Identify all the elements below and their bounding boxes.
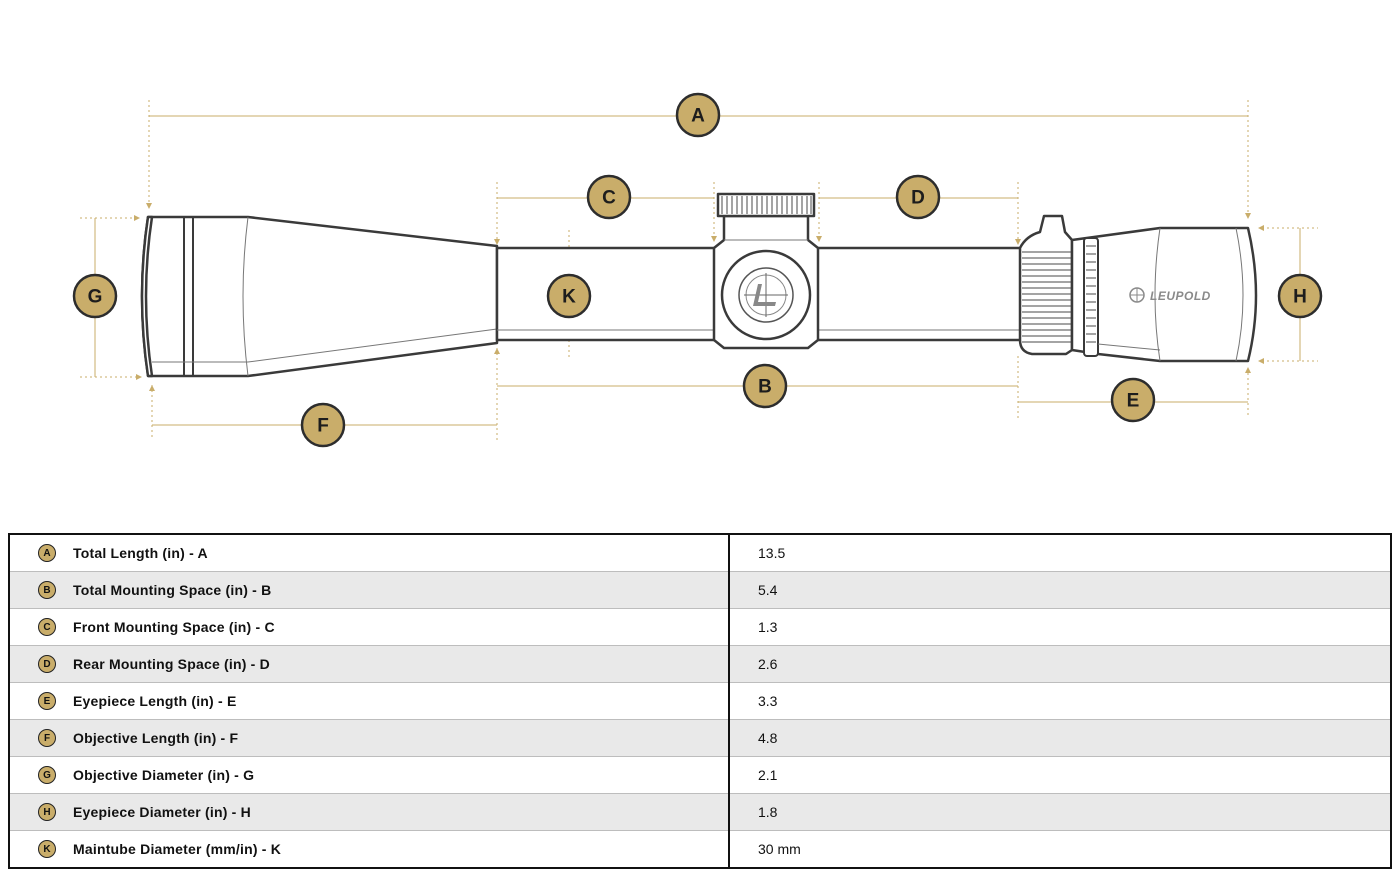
badge-letter: C [602, 188, 616, 209]
dimension-badge-f: F [300, 402, 346, 448]
spec-label: Objective Diameter (in) - G [73, 767, 255, 783]
dimension-badge-h: H [1277, 273, 1323, 319]
spec-label-cell: A Total Length (in) - A [9, 534, 730, 572]
leupold-l-logo-icon [753, 284, 776, 306]
dimension-badge-d: D [895, 174, 941, 220]
spec-row: F Objective Length (in) - F 4.8 [9, 719, 1391, 757]
badge-letter: A [691, 106, 705, 127]
spec-label-cell: B Total Mounting Space (in) - B [9, 571, 730, 609]
badge-letter: K [562, 287, 576, 308]
dimension-badge-k: K [546, 273, 592, 319]
spec-value: 3.3 [729, 682, 1391, 720]
spec-row: K Maintube Diameter (mm/in) - K 30 mm [9, 830, 1391, 868]
spec-label-cell: F Objective Length (in) - F [9, 719, 730, 757]
spec-row: D Rear Mounting Space (in) - D 2.6 [9, 645, 1391, 683]
spec-value: 4.8 [729, 719, 1391, 757]
badge-circle [300, 402, 346, 448]
spec-label: Maintube Diameter (mm/in) - K [73, 841, 282, 857]
power-selector-ring [1018, 214, 1074, 356]
dimension-badges: A C D G K H B E F [72, 92, 1323, 448]
spec-value: 2.6 [729, 645, 1391, 683]
spec-value: 1.3 [729, 608, 1391, 646]
spec-label: Objective Length (in) - F [73, 730, 239, 746]
spec-letter-badge: C [38, 618, 56, 636]
riflescope-drawing: LEUPOLD [140, 192, 1258, 378]
spec-letter-badge: A [38, 544, 56, 562]
spec-letter-badge: B [38, 581, 56, 599]
spec-row: H Eyepiece Diameter (in) - H 1.8 [9, 793, 1391, 831]
badge-letter: F [317, 416, 329, 437]
spec-label-cell: C Front Mounting Space (in) - C [9, 608, 730, 646]
eyepiece [1070, 226, 1258, 363]
spec-value: 13.5 [758, 545, 786, 561]
spec-value: 5.4 [729, 571, 1391, 609]
turret-knurling [721, 196, 812, 214]
dimension-badge-b: B [742, 363, 788, 409]
spec-label-cell: G Objective Diameter (in) - G [9, 756, 730, 794]
badge-letter: G [88, 287, 103, 308]
leupold-logo: LEUPOLD [1129, 287, 1211, 303]
spec-row: E Eyepiece Length (in) - E 3.3 [9, 682, 1391, 720]
spec-value: 30 mm [729, 830, 1391, 868]
spec-letter-badge: E [38, 692, 56, 710]
spec-row: G Objective Diameter (in) - G 2.1 [9, 756, 1391, 794]
power-ring-knurling [1022, 251, 1072, 343]
spec-row: A Total Length (in) - A 13.5 [9, 534, 1391, 572]
scope-dimension-diagram: LEUPOLD A C D G K H B E F [72, 92, 1323, 448]
spec-label: Eyepiece Diameter (in) - H [73, 804, 251, 820]
spec-label: Eyepiece Length (in) - E [73, 693, 237, 709]
spec-value: 2.1 [729, 756, 1391, 794]
spec-letter-badge: K [38, 840, 56, 858]
badge-letter: H [1293, 287, 1307, 308]
badge-circle [546, 273, 592, 319]
badge-circle [1110, 377, 1156, 423]
badge-letter: B [758, 377, 772, 398]
spec-label: Rear Mounting Space (in) - D [73, 656, 270, 672]
badge-circle [742, 363, 788, 409]
badge-letter: E [1127, 391, 1140, 412]
spec-value: 1.8 [729, 793, 1391, 831]
spec-label: Total Length (in) - A [73, 545, 208, 561]
spec-label-cell: D Rear Mounting Space (in) - D [9, 645, 730, 683]
spec-row: B Total Mounting Space (in) - B 5.4 [9, 571, 1391, 609]
spec-letter-badge: G [38, 766, 56, 784]
spec-letter-badge: D [38, 655, 56, 673]
badge-circle [1277, 273, 1323, 319]
spec-label-cell: H Eyepiece Diameter (in) - H [9, 793, 730, 831]
dimension-badge-a: A [675, 92, 721, 138]
badge-circle [586, 174, 632, 220]
dimension-badge-g: G [72, 273, 118, 319]
dimension-badge-e: E [1110, 377, 1156, 423]
spec-label-cell: E Eyepiece Length (in) - E [9, 682, 730, 720]
spec-label: Front Mounting Space (in) - C [73, 619, 275, 635]
dimension-badge-c: C [586, 174, 632, 220]
badge-circle [895, 174, 941, 220]
badge-circle [72, 273, 118, 319]
spec-label: Total Mounting Space (in) - B [73, 582, 272, 598]
brand-logo-text: LEUPOLD [1150, 289, 1211, 303]
spec-label-cell: K Maintube Diameter (mm/in) - K [9, 830, 730, 868]
spec-letter-badge: H [38, 803, 56, 821]
badge-circle [675, 92, 721, 138]
badge-letter: D [911, 188, 925, 209]
eyepiece-ring-knurling [1086, 245, 1096, 343]
spec-letter-badge: F [38, 729, 56, 747]
spec-row: C Front Mounting Space (in) - C 1.3 [9, 608, 1391, 646]
